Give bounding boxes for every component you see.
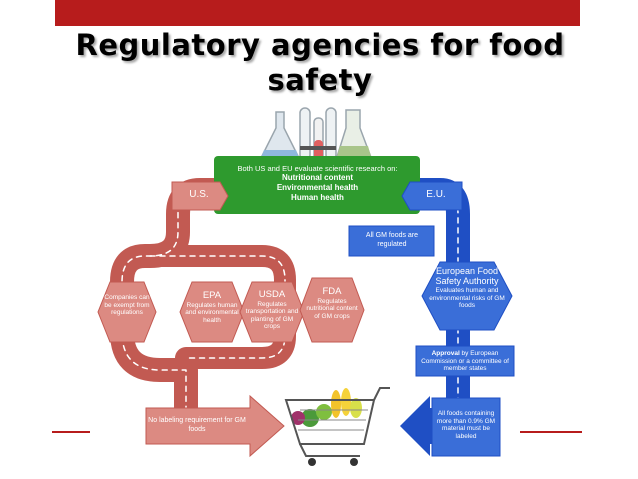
research-intro: Both US and EU evaluate scientific resea… <box>237 164 398 173</box>
approval-rest: by European Commission or a committee of… <box>421 350 509 373</box>
companies-exempt-label: Companies can be exempt from regulations <box>104 294 150 317</box>
fda-node: FDA Regulates nutritional content of GM … <box>304 286 360 320</box>
eu-approval-label: Approval by European Commission or a com… <box>418 350 512 373</box>
left-accent-line <box>52 431 90 433</box>
efsa-node: European Food Safety Authority Evaluates… <box>426 266 508 310</box>
usda-title: USDA <box>258 289 286 300</box>
us-labeling-arrow <box>145 394 285 458</box>
research-item: Nutritional content <box>281 173 354 182</box>
eu-approval-box <box>415 345 515 377</box>
us-hexagons <box>97 277 365 343</box>
eu-labeling-label: All foods containing more than 0.9% GM m… <box>436 410 496 440</box>
research-box-text: Both US and EU evaluate scientific resea… <box>216 155 419 215</box>
eu-regulated-box <box>348 225 435 257</box>
eu-regulated-label: All GM foods are regulated <box>365 232 419 248</box>
eu-tag-shape <box>401 181 463 211</box>
research-item: Human health <box>291 193 344 202</box>
usda-desc: Regulates transportation and planting of… <box>245 300 299 331</box>
shopping-cart-icon <box>284 387 390 466</box>
us-tag-shape <box>171 181 229 211</box>
efsa-hexagon <box>421 261 513 331</box>
lab-glassware-icon <box>258 107 374 163</box>
top-accent-bar <box>55 0 580 26</box>
fda-title: FDA <box>322 286 342 297</box>
fda-desc: Regulates nutritional content of GM crop… <box>306 297 358 320</box>
research-item: Environmental health <box>276 183 359 192</box>
usda-node: USDA Regulates transportation and planti… <box>244 289 300 331</box>
eu-labeling-box <box>431 397 501 457</box>
epa-node: EPA Regulates human and environmental he… <box>184 290 240 324</box>
epa-desc: Regulates human and environmental health <box>185 301 239 324</box>
us-labeling-label: No labeling requirement for GM foods <box>148 417 246 433</box>
efsa-desc: Evaluates human and environmental risks … <box>429 287 505 310</box>
right-accent-line <box>520 431 582 433</box>
epa-title: EPA <box>202 290 222 301</box>
page-title: Regulatory agencies for food safety <box>75 28 565 97</box>
research-box <box>214 156 420 214</box>
eu-tag: E.U. <box>426 189 446 200</box>
approval-bold: Approval <box>431 350 460 357</box>
efsa-title: European Food Safety Authority <box>435 266 499 286</box>
us-tag: U.S. <box>189 189 209 200</box>
